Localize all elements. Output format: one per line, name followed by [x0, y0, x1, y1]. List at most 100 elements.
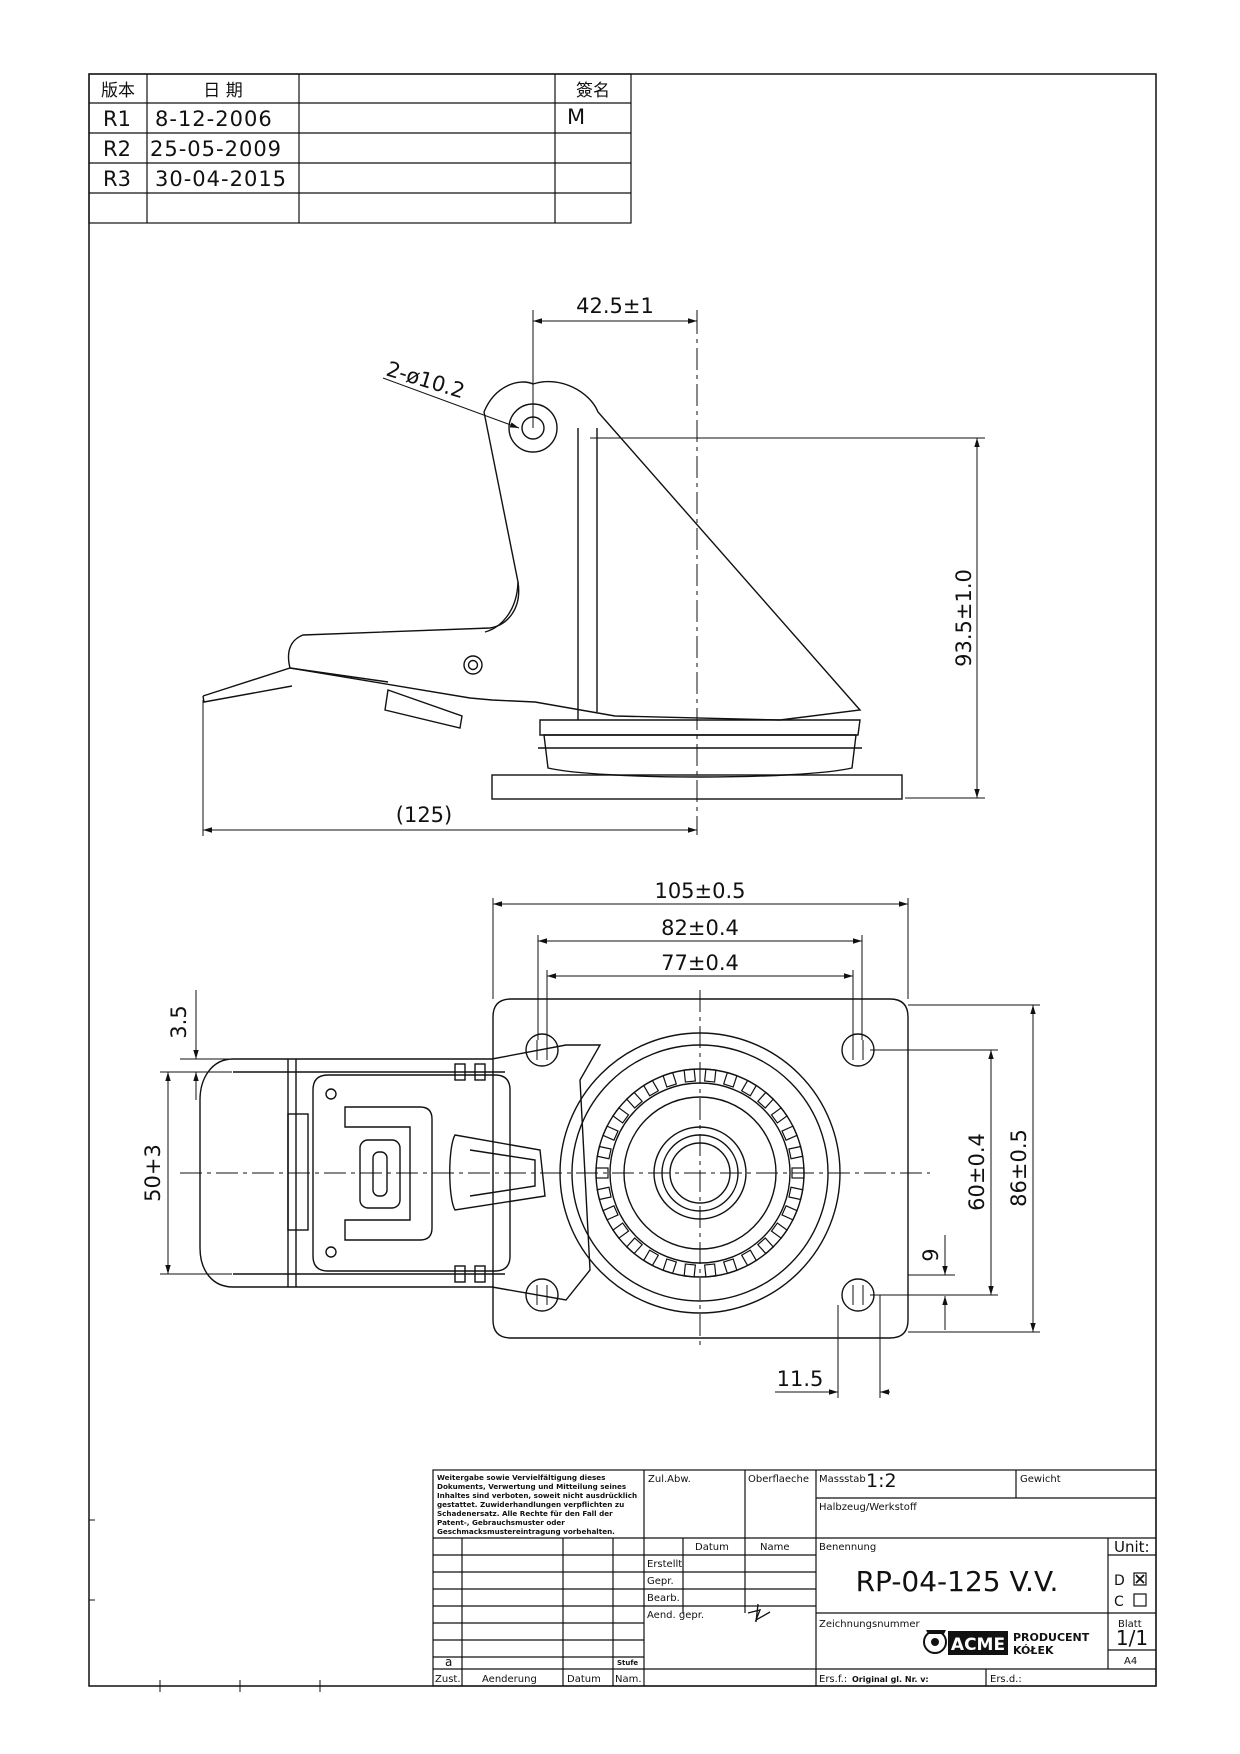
label-ers-d: Ers.d.:	[990, 1674, 1022, 1685]
bolt-hole-bottom-right	[841, 1278, 875, 1312]
label-bearb: Bearb.	[647, 1593, 680, 1604]
bolt-hole-top-left	[525, 1033, 559, 1067]
dim-width-105: 105±0.5	[654, 879, 745, 903]
unit-label: Unit:	[1114, 1538, 1150, 1556]
brake-tooth	[781, 1125, 798, 1141]
dim-11-5: 11.5	[777, 1367, 824, 1391]
brake-tooth	[756, 1091, 775, 1109]
side-view-dimensions	[202, 310, 985, 836]
label-aenderung: Aenderung	[482, 1674, 537, 1685]
brake-tooth	[770, 1222, 788, 1240]
brake-tooth	[683, 1068, 697, 1083]
revision-header-date: 日 期	[203, 81, 242, 101]
label-format: A4	[1124, 1656, 1137, 1667]
company-logo: ACME PRODUCENT KÓŁEK	[923, 1630, 1090, 1657]
dim-hole-diameter: 2-ø10.2	[384, 357, 468, 404]
label-original: Original gl. Nr. v:	[852, 1675, 929, 1684]
signature-mark	[747, 1603, 771, 1623]
revision-row-r1-rev: R1	[103, 107, 131, 131]
margin-ticks	[89, 1519, 360, 1692]
label-stufe: Stufe	[617, 1659, 638, 1667]
label-zul-abw: Zul.Abw.	[648, 1474, 691, 1485]
dim-3-5: 3.5	[167, 1005, 191, 1038]
brake-tooth	[756, 1237, 775, 1255]
label-datum: Datum	[695, 1542, 729, 1553]
dim-height-93-5: 93.5±1.0	[952, 569, 976, 667]
label-oberflaeche: Oberflaeche	[748, 1474, 809, 1485]
revision-row-r1-sign: M	[567, 105, 585, 129]
company-line-2: KÓŁEK	[1013, 1644, 1054, 1657]
revision-row-r2-rev: R2	[103, 137, 131, 161]
unit-checkbox-c	[1133, 1593, 1147, 1607]
side-view	[202, 380, 903, 800]
brake-tooth	[602, 1205, 619, 1221]
revision-row-r2-date: 25-05-2009	[150, 137, 282, 161]
blatt-value: 1/1	[1116, 1626, 1148, 1650]
dim-82: 82±0.4	[661, 916, 739, 940]
label-zeichnungsnummer: Zeichnungsnummer	[819, 1619, 920, 1630]
brake-tooth	[788, 1145, 804, 1160]
brake-tooth	[703, 1263, 717, 1278]
label-benennung: Benennung	[819, 1542, 876, 1553]
brake-tooth	[788, 1186, 804, 1201]
dim-77: 77±0.4	[661, 951, 739, 975]
label-nam: Nam.	[615, 1674, 642, 1685]
brake-tooth	[642, 1079, 660, 1097]
brake-tooth	[722, 1258, 738, 1275]
unit-option-d: D	[1114, 1573, 1125, 1589]
brake-tooth	[662, 1258, 678, 1275]
brake-tooth	[781, 1205, 798, 1221]
unit-checkbox-d-mark	[1135, 1574, 1145, 1584]
revision-letter: a	[445, 1655, 452, 1669]
label-datum-2: Datum	[567, 1674, 601, 1685]
brake-tooth	[596, 1186, 612, 1201]
brake-teeth-ring	[595, 1068, 805, 1278]
bolt-hole-top-right	[841, 1033, 875, 1067]
label-halbzeug: Halbzeug/Werkstoff	[819, 1502, 918, 1513]
revision-table	[88, 73, 632, 224]
dim-86: 86±0.5	[1007, 1129, 1031, 1207]
brake-tooth	[662, 1071, 678, 1088]
brake-tooth	[612, 1106, 630, 1124]
label-ers-f: Ers.f.:	[819, 1674, 847, 1685]
bolt-hole-bottom-left	[525, 1278, 559, 1312]
unit-checkbox-d	[1133, 1572, 1147, 1586]
label-erstellt: Erstellt	[647, 1559, 682, 1570]
label-name: Name	[760, 1542, 790, 1553]
logo-badge	[948, 1631, 1008, 1655]
part-name: RP-04-125 V.V.	[856, 1565, 1059, 1598]
revision-header-version: 版本	[101, 81, 135, 101]
brake-tooth	[683, 1263, 697, 1278]
label-massstab: Massstab	[819, 1474, 866, 1485]
brake-tooth	[722, 1071, 738, 1088]
brake-tooth	[642, 1249, 660, 1267]
revision-row-r3-date: 30-04-2015	[155, 167, 287, 191]
title-block	[432, 1469, 1157, 1687]
dim-offset-42-5: 42.5±1	[576, 294, 654, 318]
brake-tooth	[770, 1106, 788, 1124]
brake-tooth	[612, 1222, 630, 1240]
massstab-value: 1:2	[866, 1470, 897, 1492]
label-gepr: Gepr.	[647, 1576, 674, 1587]
dim-60: 60±0.4	[965, 1133, 989, 1211]
copyright-notice: Weitergabe sowie Vervielfältigung dieses…	[437, 1473, 637, 1536]
brake-tooth	[602, 1125, 619, 1141]
brake-tooth	[625, 1237, 644, 1255]
revision-row-r1-date: 8-12-2006	[155, 107, 273, 131]
label-zust: Zust.	[435, 1674, 461, 1685]
unit-option-c: C	[1114, 1594, 1124, 1610]
brake-tooth	[596, 1145, 612, 1160]
top-view-centerlines	[180, 990, 930, 1350]
label-aend-gepr: Aend. gepr.	[647, 1610, 704, 1621]
logo-text: ACME	[951, 1635, 1005, 1655]
dim-9: 9	[919, 1248, 943, 1261]
label-blatt: Blatt	[1118, 1619, 1142, 1630]
company-line-1: PRODUCENT	[1013, 1631, 1090, 1644]
revision-header-sign: 簽名	[576, 81, 610, 101]
revision-row-r3-rev: R3	[103, 167, 131, 191]
brake-tooth	[703, 1068, 717, 1083]
dim-length-125: (125)	[396, 803, 452, 827]
brake-tooth	[625, 1091, 644, 1109]
top-view-dimensions	[160, 898, 1040, 1398]
